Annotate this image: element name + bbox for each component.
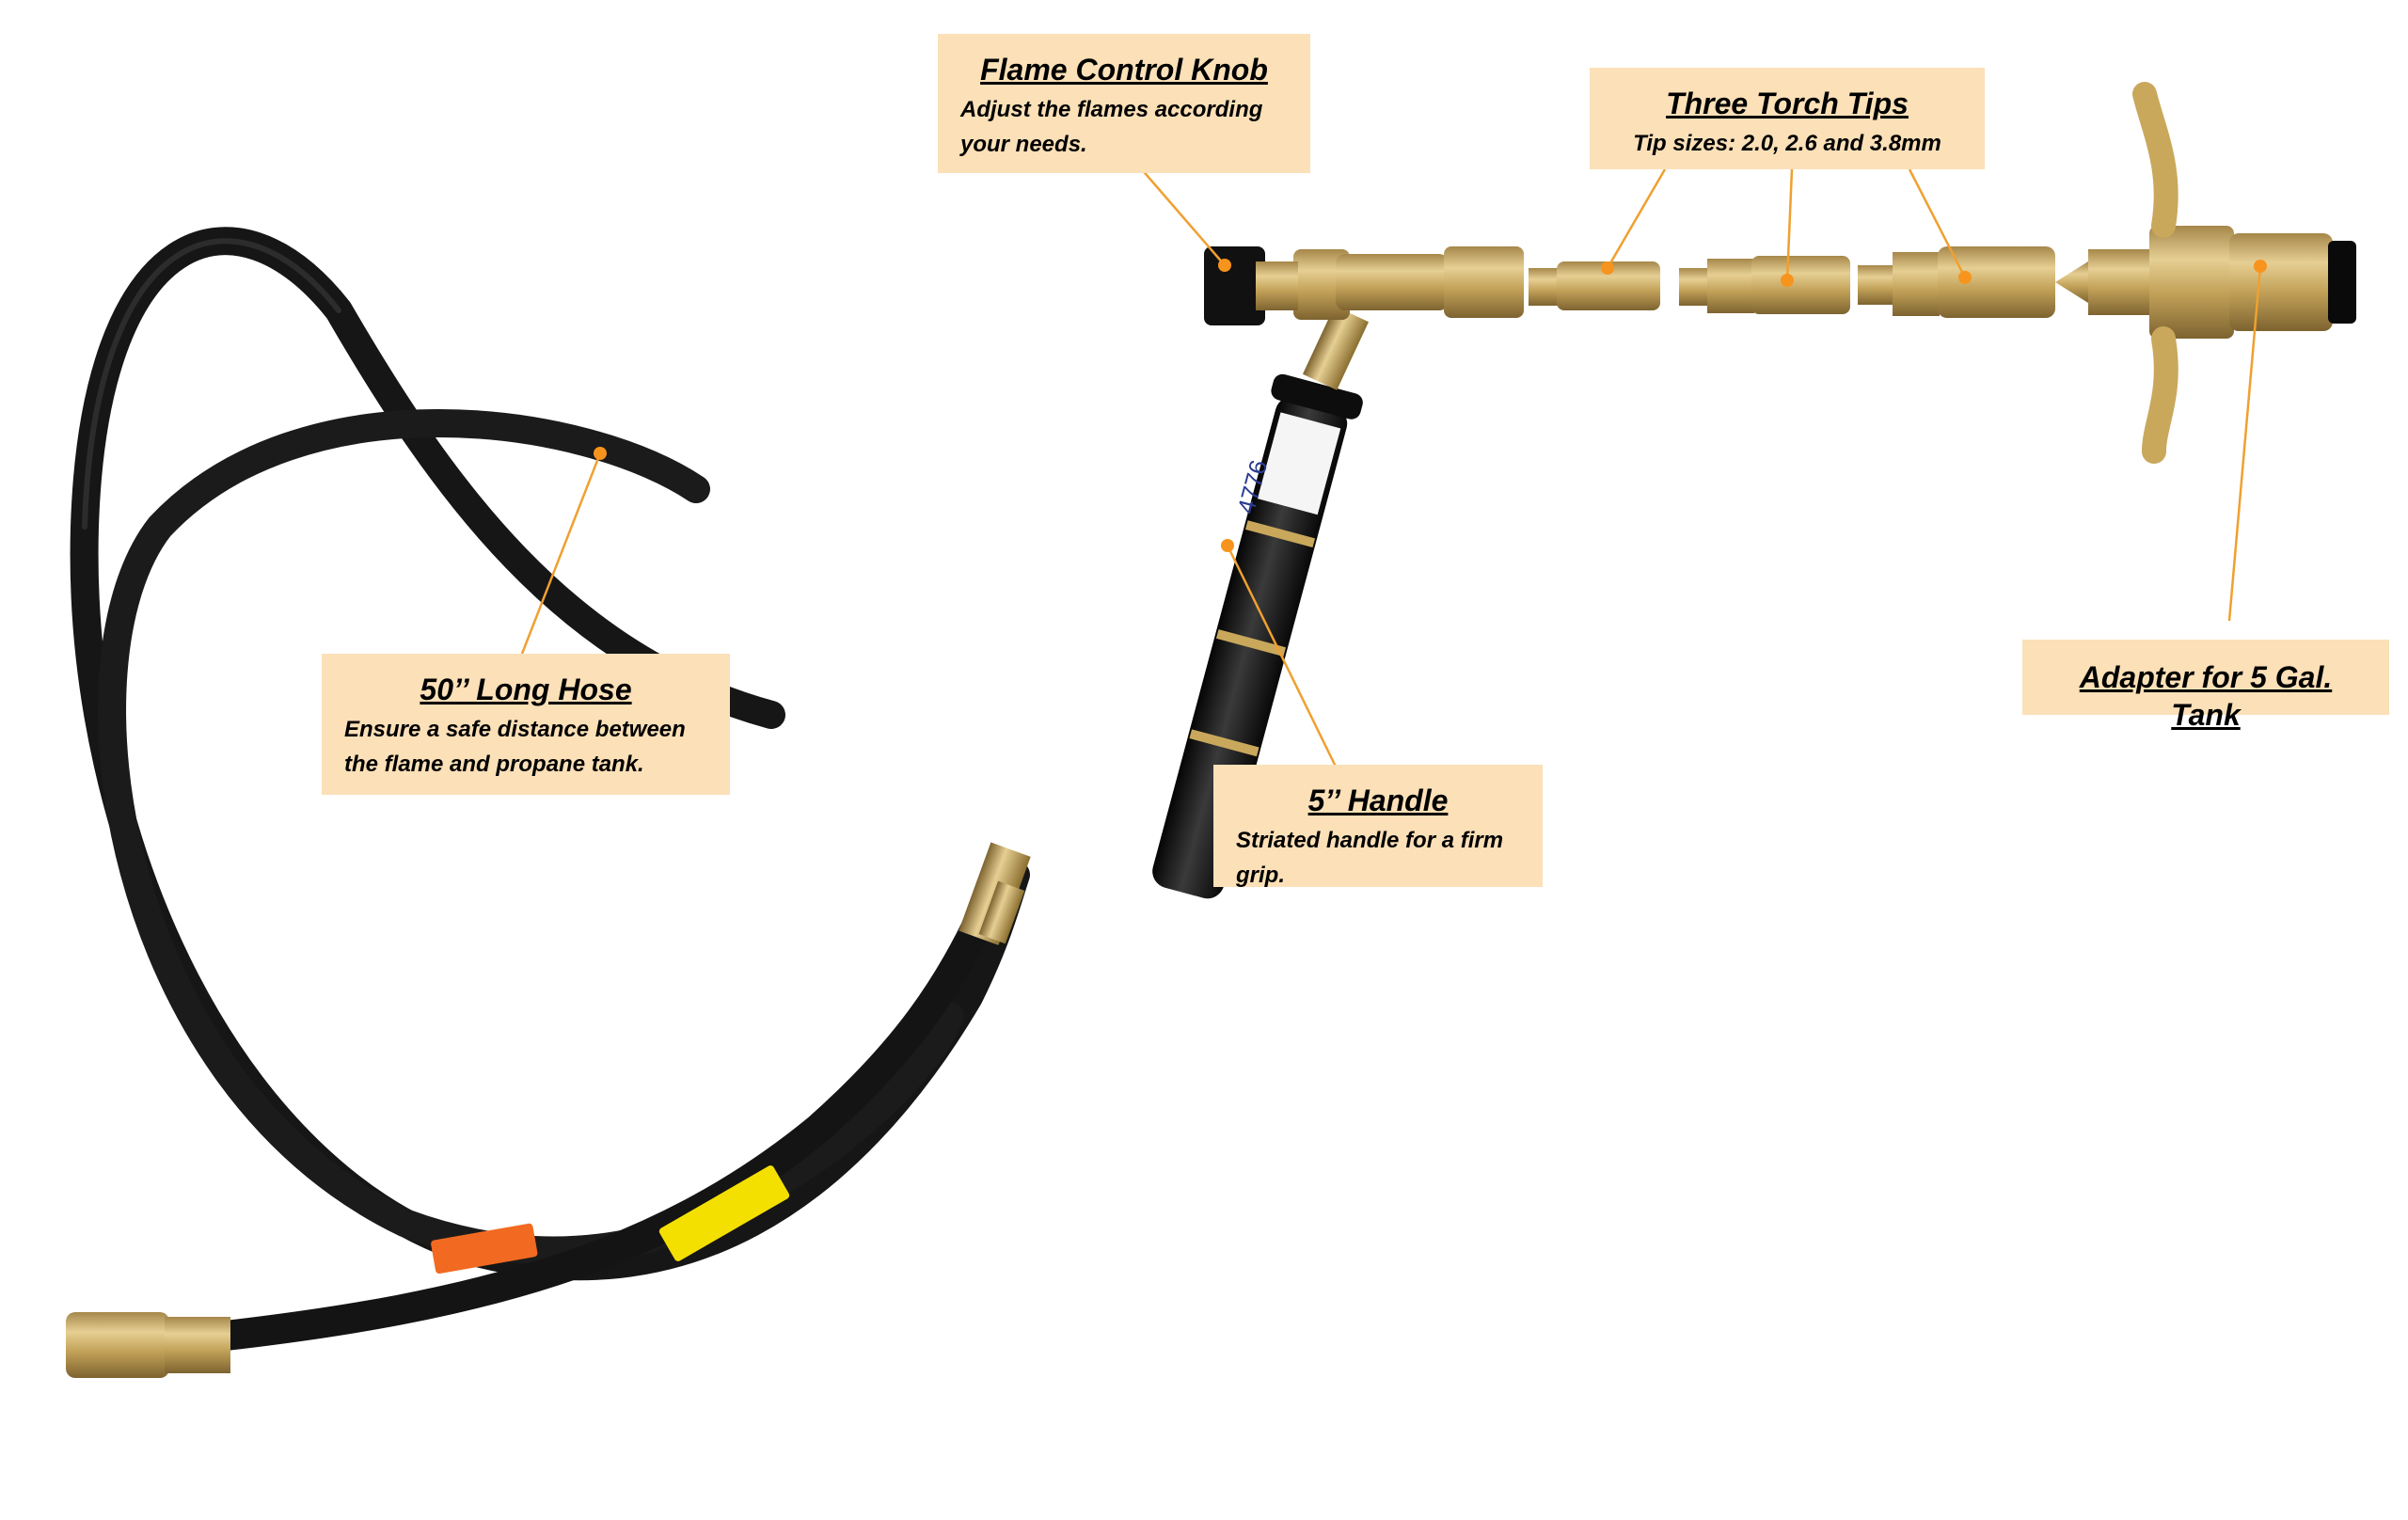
- leader-handle: [1226, 545, 1338, 768]
- dot-hose: [594, 447, 607, 460]
- hose-handle-fitting: [958, 842, 1031, 945]
- hose-tag-orange: [431, 1223, 538, 1275]
- callout-title: Adapter for 5 Gal. Tank: [2079, 660, 2333, 732]
- callout-adapter: Adapter for 5 Gal. Tank: [2022, 640, 2389, 732]
- marker-dots: [594, 259, 2267, 552]
- leader-tip-1: [1606, 168, 1667, 269]
- leader-tip-3: [1908, 168, 1967, 278]
- leader-hose: [520, 452, 602, 655]
- hose-coil-inner: [98, 409, 964, 1265]
- torch-head: [1293, 246, 1524, 390]
- hose-end-fitting: [66, 1312, 230, 1378]
- callout-description: Striated handle for a firm grip.: [1236, 828, 1504, 888]
- callout-flame-control-knob: Flame Control Knob Adjust the flames acc…: [938, 34, 1310, 173]
- torch-tip-2: [1679, 256, 1850, 314]
- tank-adapter: [2055, 82, 2356, 464]
- dot-knob: [1218, 259, 1231, 272]
- leader-adapter: [2227, 265, 2262, 622]
- dot-handle: [1221, 539, 1234, 552]
- callout-handle: 5’’ Handle Striated handle for a firm gr…: [1213, 765, 1543, 888]
- torch-tip-1: [1529, 261, 1660, 310]
- callout-description: Tip sizes: 2.0, 2.6 and 3.8mm: [1633, 131, 1941, 156]
- callout-title: 50’’ Long Hose: [420, 673, 632, 706]
- leader-lines: [520, 166, 2262, 768]
- callout-title: 5’’ Handle: [1307, 784, 1449, 817]
- callout-title: Three Torch Tips: [1666, 87, 1909, 120]
- callout-description: Ensure a safe distance between the flame…: [344, 717, 686, 777]
- leader-knob: [1139, 166, 1226, 266]
- handle: [1152, 373, 1363, 899]
- hose-tag-yellow: [658, 1165, 790, 1261]
- dot-adapter: [2254, 260, 2267, 273]
- leader-tip-2: [1785, 168, 1794, 281]
- callout-description: Adjust the flames according your needs.: [960, 97, 1263, 157]
- dot-tip-1: [1601, 261, 1614, 275]
- hose-highlight: [82, 238, 341, 530]
- dot-tip-3: [1958, 271, 1972, 284]
- callout-three-torch-tips: Three Torch Tips Tip sizes: 2.0, 2.6 and…: [1590, 68, 1985, 169]
- callout-title: Flame Control Knob: [980, 53, 1268, 87]
- dot-tip-2: [1781, 274, 1794, 287]
- callout-long-hose: 50’’ Long Hose Ensure a safe distance be…: [322, 654, 730, 795]
- torch-tip-3: [1858, 246, 2055, 318]
